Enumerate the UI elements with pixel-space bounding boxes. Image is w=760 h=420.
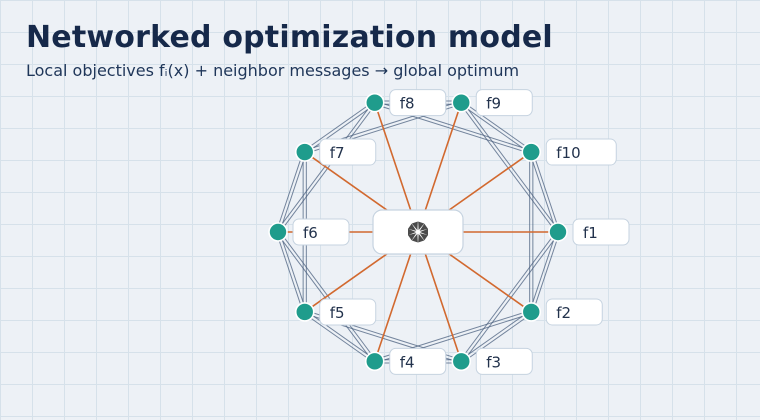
hub-arrowhead	[407, 223, 417, 231]
nodes	[268, 92, 568, 372]
node-label-box	[389, 89, 447, 117]
hub-arrowhead	[411, 221, 418, 231]
node-4	[364, 351, 385, 372]
page-subtitle: Local objectives fᵢ(x) + neighbor messag…	[26, 61, 520, 80]
node-label-3: f3	[475, 347, 533, 375]
node-10	[521, 142, 542, 162]
node-5	[294, 302, 315, 322]
hub	[372, 209, 464, 255]
neighbor-link	[305, 103, 376, 154]
hub-arrowhead	[419, 233, 429, 241]
neighbor-link	[279, 231, 307, 312]
node-label-5: f5	[319, 298, 377, 326]
node-6	[268, 222, 288, 242]
hub-arrowhead	[411, 233, 418, 243]
node-label-box	[545, 138, 617, 166]
node-label-text: f7	[330, 144, 345, 162]
hub-box	[372, 209, 464, 255]
node-1	[548, 222, 568, 242]
node-label-8: f8	[389, 89, 447, 117]
node-label-6: f6	[292, 218, 350, 246]
node-label-box	[319, 138, 377, 166]
node-2	[521, 302, 542, 322]
node-label-text: f2	[556, 304, 571, 322]
neighbor-link	[276, 151, 304, 232]
hub-arrowhead	[420, 228, 428, 236]
node-label-4: f4	[389, 347, 447, 375]
node-label-box	[572, 218, 630, 246]
node-label-7: f7	[319, 138, 377, 166]
node-label-text: f6	[303, 224, 318, 242]
node-label-text: f5	[330, 304, 345, 322]
node-label-text: f1	[583, 224, 598, 242]
hub-arrowhead	[418, 233, 425, 243]
node-label-box	[545, 298, 603, 326]
neighbor-link	[532, 232, 560, 313]
hub-arrowhead	[407, 233, 417, 241]
hub-arrowhead	[419, 223, 429, 231]
node-label-text: f4	[400, 353, 415, 371]
neighbor-link	[529, 231, 557, 312]
neighbor-link	[461, 100, 533, 152]
neighbor-link	[305, 310, 376, 361]
neighbor-link	[303, 312, 375, 364]
node-label-text: f10	[556, 144, 580, 162]
node-3	[451, 351, 472, 372]
node-label-9: f9	[475, 89, 533, 117]
hub-arrowhead	[408, 228, 416, 236]
neighbor-link	[303, 100, 375, 152]
node-labels: f1 f2 f3 f4 f5 f6 f7 f8 f9 f10	[292, 89, 630, 375]
neighbor-link	[279, 152, 307, 233]
neighbor-link	[460, 103, 531, 154]
node-label-box	[319, 298, 377, 326]
page-title: Networked optimization model	[26, 20, 553, 55]
node-label-2: f2	[545, 298, 603, 326]
node-label-box	[475, 89, 533, 117]
neighbor-link	[276, 232, 304, 313]
node-9	[451, 92, 472, 113]
neighbor-link	[529, 152, 557, 233]
node-label-text: f9	[486, 95, 501, 113]
neighbor-link	[532, 151, 560, 232]
hub-arrowhead	[418, 221, 425, 231]
node-label-text: f8	[400, 95, 415, 113]
node-label-box	[475, 347, 533, 375]
node-label-text: f3	[486, 353, 501, 371]
node-8	[364, 92, 385, 113]
node-label-box	[389, 347, 447, 375]
node-7	[294, 142, 315, 162]
node-label-1: f1	[572, 218, 630, 246]
neighbor-link	[461, 312, 533, 364]
node-label-10: f10	[545, 138, 617, 166]
node-label-box	[292, 218, 350, 246]
neighbor-link	[460, 310, 531, 361]
